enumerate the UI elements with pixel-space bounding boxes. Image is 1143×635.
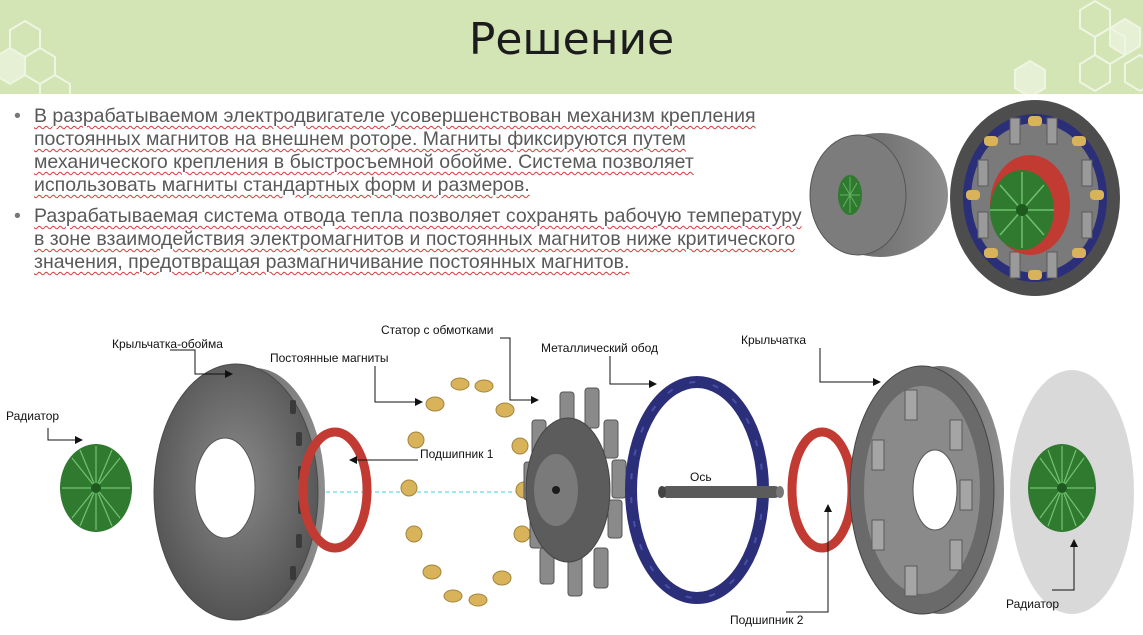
- label-permanent-magnets: Постоянные магниты: [270, 351, 388, 365]
- label-metal-rim: Металлический обод: [541, 341, 658, 355]
- bullet-text: Разрабатываемая система отвода тепла поз…: [34, 205, 802, 273]
- shaft-axis: [658, 486, 784, 498]
- assembled-motor-side: [809, 133, 948, 257]
- bullet-item: В разрабатываемом электродвигателе усове…: [12, 105, 802, 197]
- impeller-cage: [153, 363, 325, 621]
- label-bearing-1: Подшипник 1: [420, 447, 494, 461]
- label-radiator-left: Радиатор: [6, 409, 59, 423]
- label-bearing-2: Подшипник 2: [730, 613, 804, 627]
- impeller: [849, 365, 1004, 615]
- exploded-motor-diagram: Радиатор Крыльчатка-обойма Постоянные ма…: [6, 100, 1134, 627]
- header-banner: Решение: [0, 0, 1143, 94]
- radiator-right: [1010, 370, 1134, 614]
- bearing-1: [298, 427, 372, 553]
- bullet-item: Разрабатываемая система отвода тепла поз…: [12, 205, 802, 274]
- label-impeller-cage: Крыльчатка-обойма: [112, 337, 223, 351]
- page-title: Решение: [468, 14, 675, 65]
- bearing-2: [787, 427, 857, 553]
- label-stator: Статор с обмотками: [381, 323, 493, 337]
- bullet-list: В разрабатываемом электродвигателе усове…: [12, 105, 802, 282]
- bullet-text: В разрабатываемом электродвигателе усове…: [34, 105, 756, 196]
- label-impeller: Крыльчатка: [741, 333, 806, 347]
- assembled-motor-front: [950, 100, 1120, 296]
- radiator-left: [60, 444, 132, 532]
- label-radiator-right: Радиатор: [1006, 597, 1059, 611]
- stator-with-coils: [523, 387, 627, 597]
- hexagon-pattern-icon: [0, 0, 1143, 94]
- label-axis: Ось: [690, 470, 712, 484]
